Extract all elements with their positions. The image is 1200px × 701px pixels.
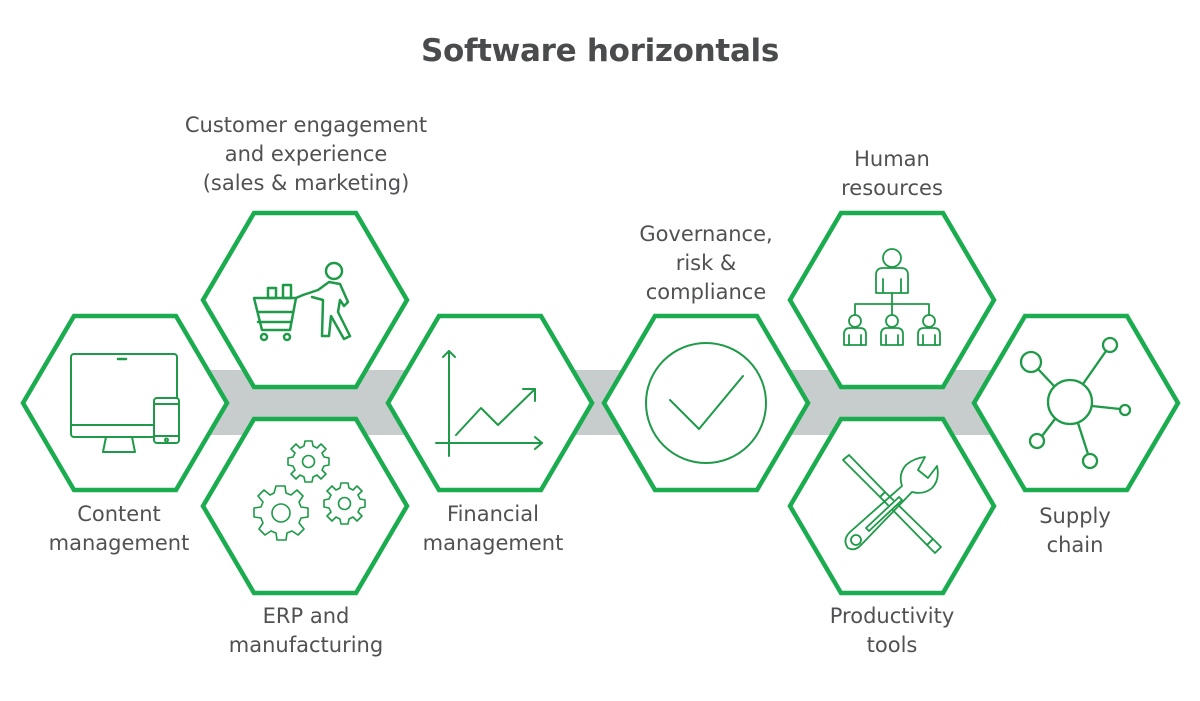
- node-label-content: Content management: [48, 502, 190, 555]
- check-circle-icon: [645, 342, 767, 464]
- gears-icon: [253, 440, 366, 541]
- monitor-phone-icon: [70, 353, 180, 453]
- node-label-hr: Human resources: [841, 147, 943, 200]
- hexagon-financial: [385, 313, 595, 493]
- diagram-title: Software horizontals: [420, 33, 780, 69]
- hexagon-governance: [601, 313, 811, 493]
- hexagon-erp: [200, 416, 410, 596]
- node-label-erp: ERP and manufacturing: [228, 604, 384, 657]
- growth-chart-icon: [435, 350, 543, 457]
- hexagon-customer: [200, 210, 410, 390]
- shopping-cart-person-icon: [252, 261, 352, 342]
- org-chart-icon: [843, 248, 941, 346]
- node-label-governance: Governance, risk & compliance: [639, 222, 773, 304]
- node-label-financial: Financial management: [422, 502, 564, 555]
- network-hub-icon: [1019, 336, 1132, 470]
- node-label-customer: Customer engagement and experience (sale…: [184, 113, 428, 195]
- node-label-productivity: Productivity tools: [829, 604, 955, 657]
- hexagon-content: [20, 313, 230, 493]
- node-label-supply: Supply chain: [1039, 504, 1111, 557]
- tools-icon: [842, 454, 942, 554]
- hexagon-supply: [971, 313, 1181, 493]
